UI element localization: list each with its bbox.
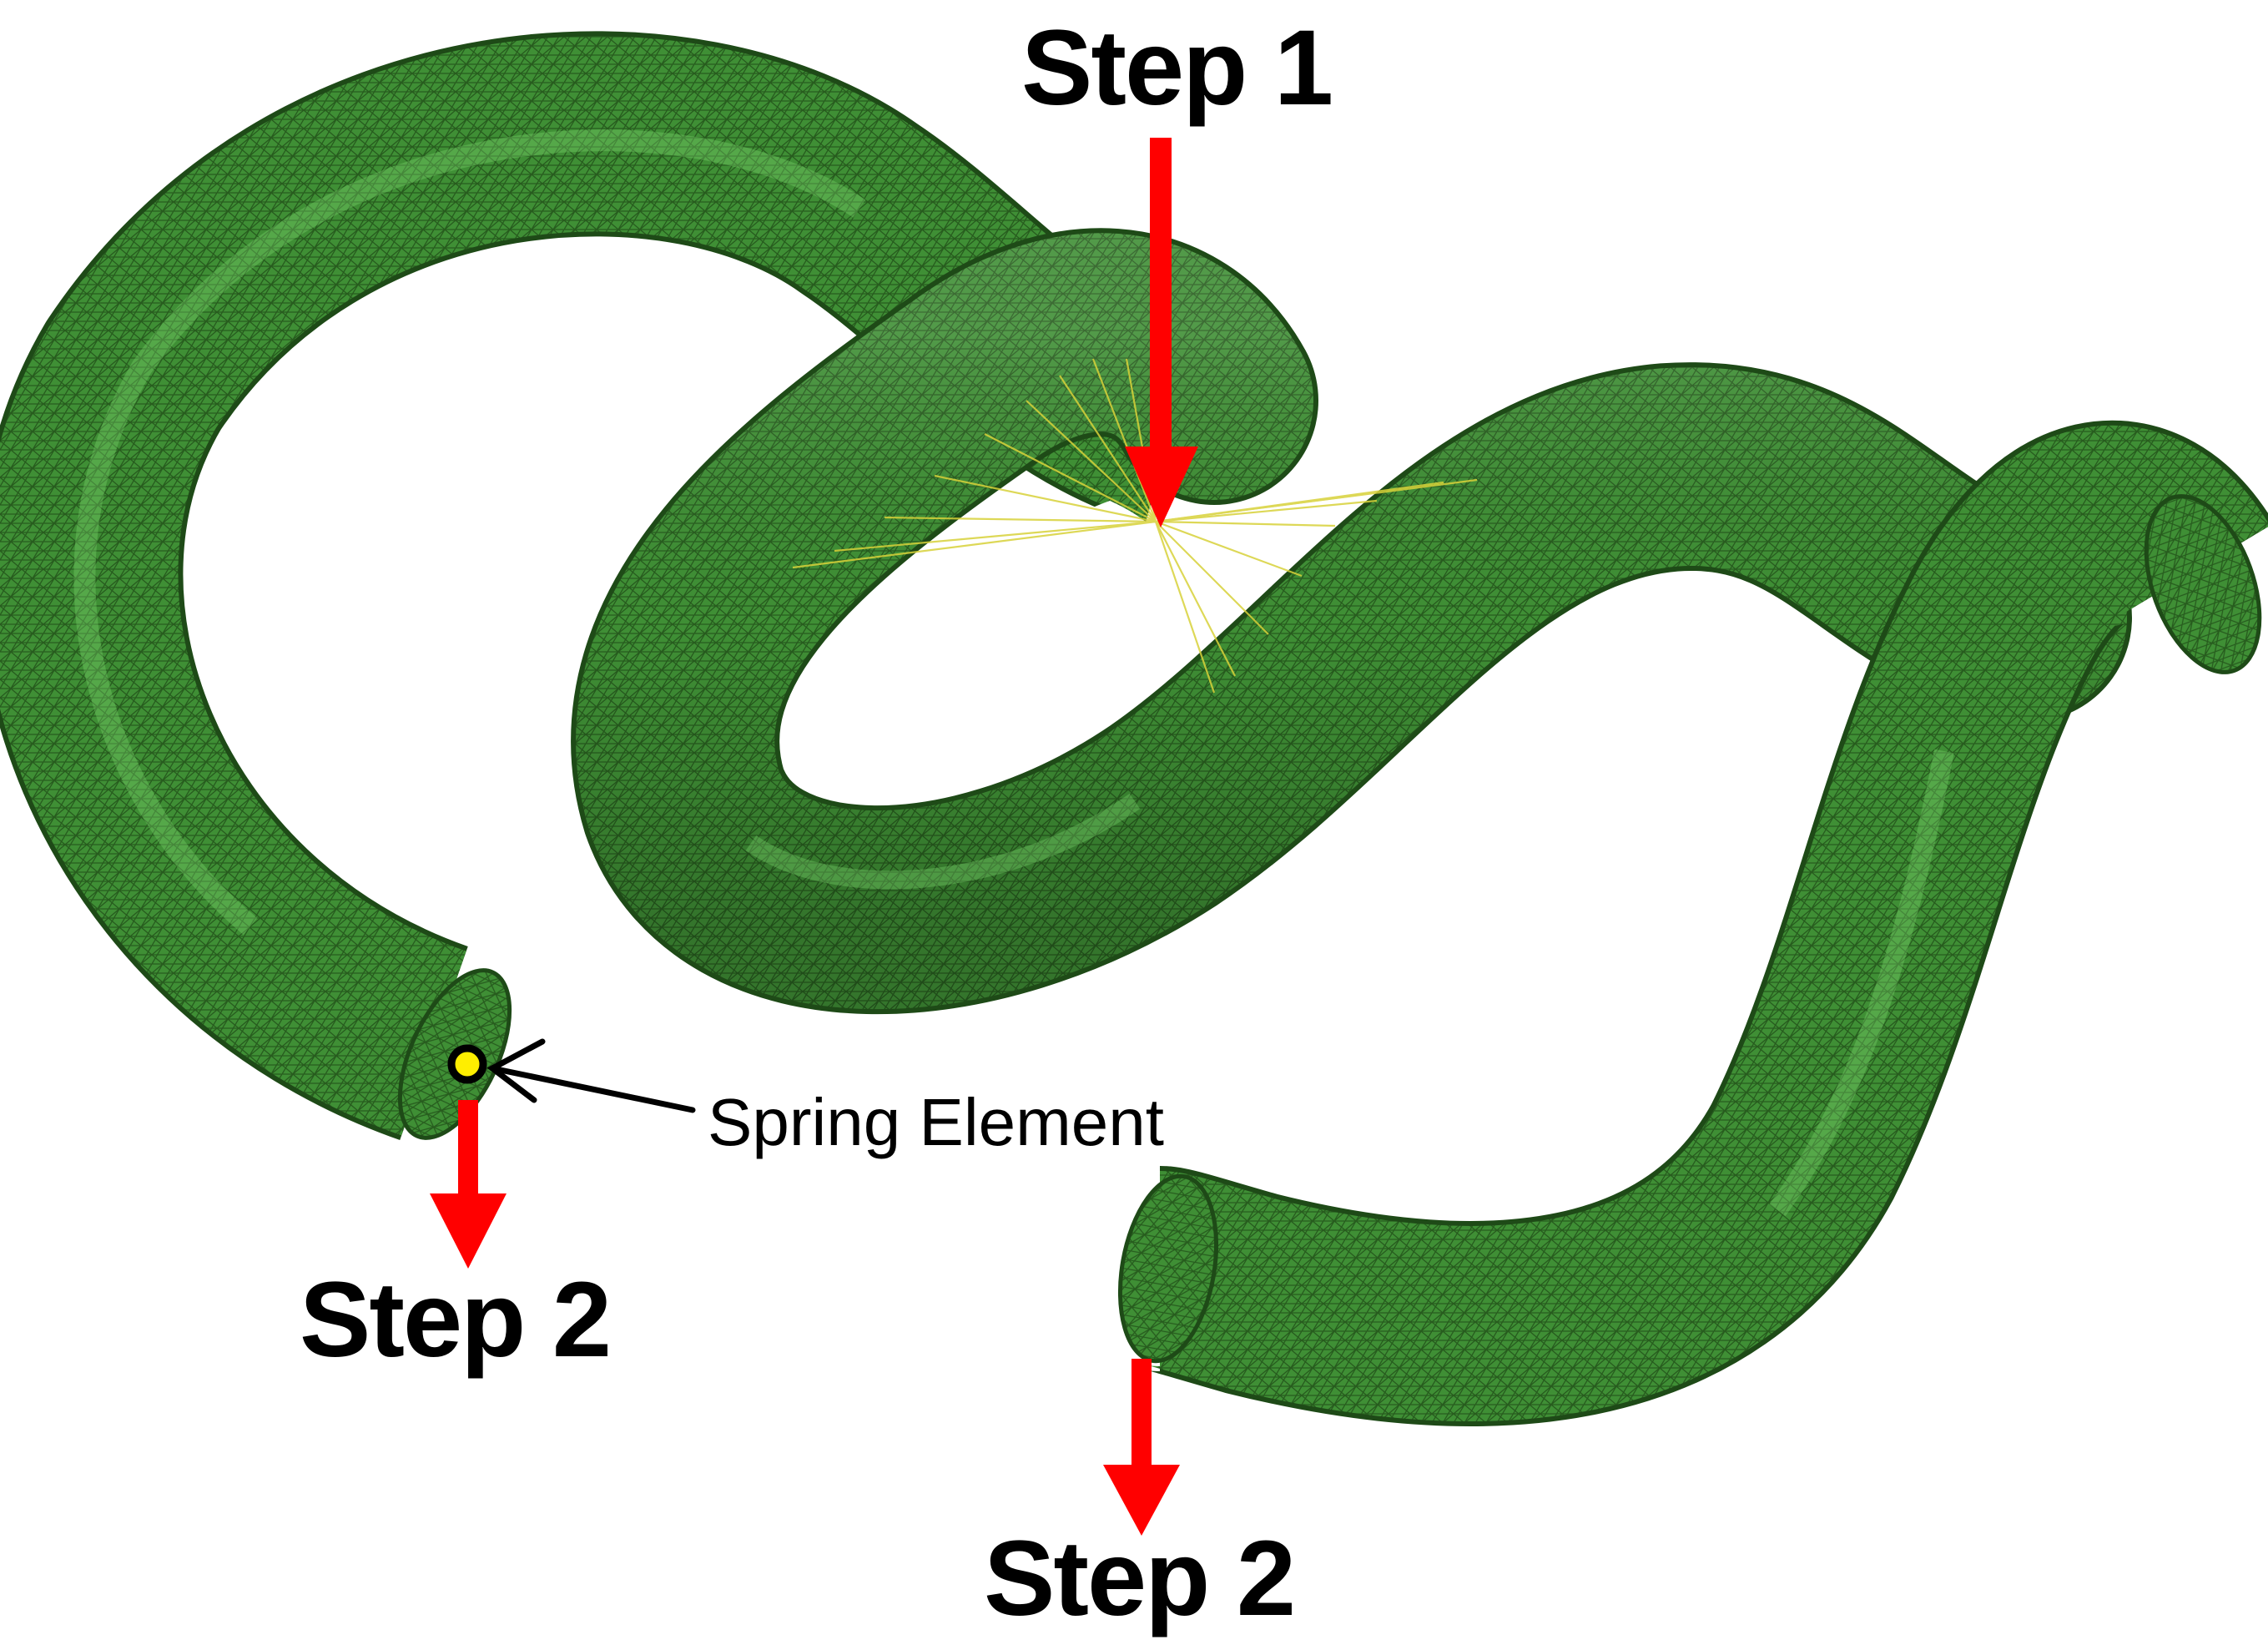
coupling-constraint-lines xyxy=(792,358,1478,694)
spring-element-marker xyxy=(447,1044,487,1084)
tube-right-hook xyxy=(1143,421,2268,1426)
tube-right-top-cap xyxy=(2144,494,2262,674)
step2-right-arrow xyxy=(1103,1359,1180,1536)
step1-arrow xyxy=(1125,138,1198,527)
loop-hole xyxy=(801,501,1188,770)
step2-right-label: Step 2 xyxy=(984,1519,1294,1638)
spring-callout-arrow xyxy=(486,1038,696,1113)
tube-middle-loop xyxy=(571,228,2132,1014)
step2-left-label: Step 2 xyxy=(300,1260,610,1380)
step1-label: Step 1 xyxy=(1021,8,1332,128)
tube-right-bottom-cap xyxy=(1117,1173,1219,1364)
step2-left-arrow xyxy=(430,1100,507,1269)
spring-element-label: Spring Element xyxy=(708,1085,1164,1159)
